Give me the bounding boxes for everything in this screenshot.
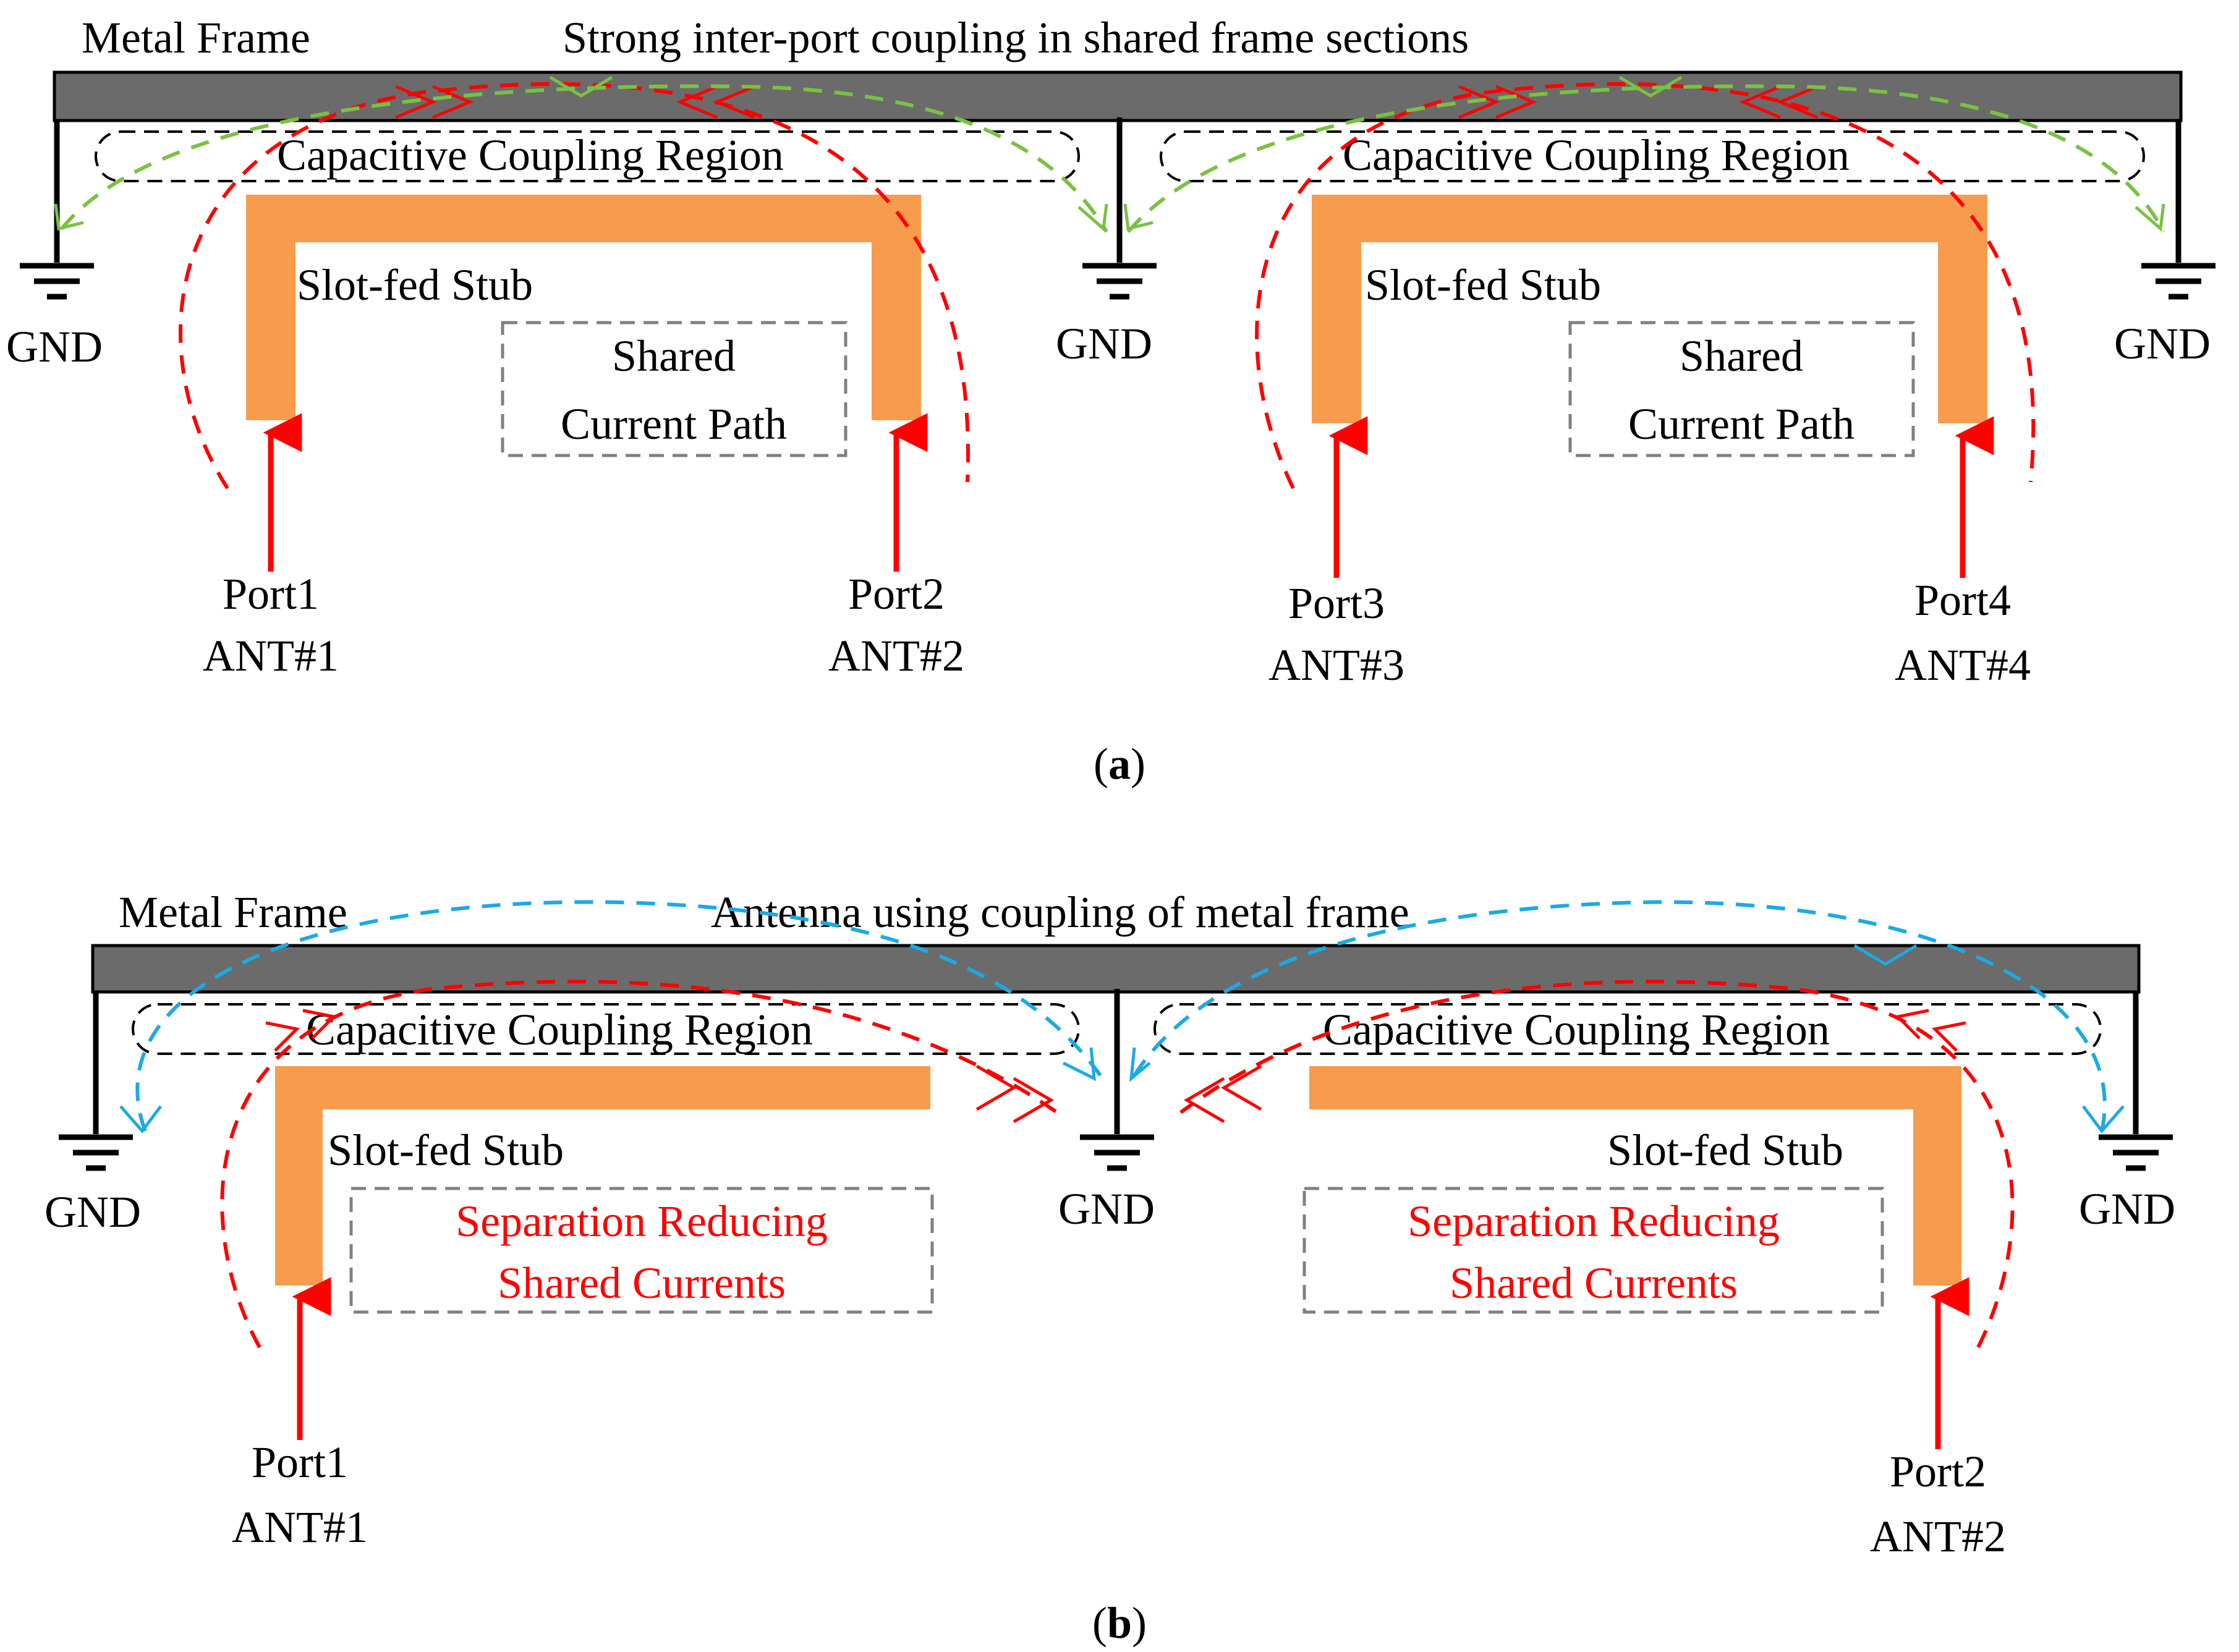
gnd-label: GND [1056,319,1152,368]
port-label: Port2 [848,569,945,619]
coupling-region-label: Capacitive Coupling Region [306,1005,813,1054]
inter-port-coupling-path [1126,84,2165,233]
shared-current-path-box [1568,321,1915,457]
ant-label: ANT#1 [232,1502,368,1552]
panel-b: Metal Frame Antenna using coupling of me… [45,887,2175,1648]
port-label: Port4 [1914,575,2011,625]
shared-label-line2: Current Path [1628,399,1855,449]
capacitive-coupling-region [1160,130,2145,182]
panel-a-ground-wires [54,117,2182,263]
port-label: Port2 [1890,1447,1986,1496]
inter-port-coupling-path [60,84,1108,233]
shared-label-line1: Shared [1680,331,1803,381]
ground-icon [1082,263,1157,300]
panel-b-ground-wires [93,989,2139,1134]
panel-a-title: Strong inter-port coupling in shared fra… [563,13,1469,62]
coupling-region-label: Capacitive Coupling Region [1343,130,1850,180]
current-loop [179,82,970,489]
capacitive-coupling-region [1153,1003,2102,1055]
gnd-label: GND [6,322,103,371]
ant-label: ANT#2 [828,631,964,680]
frame-coupling-path [1132,900,2107,1132]
slot-fed-stub [1312,195,1987,423]
separation-label-line1: Separation Reducing [1408,1197,1780,1246]
port-label: Port1 [252,1438,348,1487]
panel-a-frame-label: Metal Frame [82,13,310,62]
ground-icon [59,1134,133,1171]
coupling-region-label: Capacitive Coupling Region [1323,1005,1830,1054]
stub-label: Slot-fed Stub [1607,1125,1843,1175]
separation-label-line1: Separation Reducing [456,1197,828,1246]
port-label: Port1 [223,569,319,619]
port-label: Port3 [1288,578,1385,628]
separation-box [1302,1187,1884,1314]
current-direction-chevrons [395,85,1818,119]
ant-label: ANT#3 [1268,640,1404,690]
panel-a: Metal Frame Strong inter-port coupling i… [6,13,2216,789]
gnd-label: GND [1058,1184,1155,1234]
shared-current-path-box [501,321,848,457]
frame-coupling-path [135,900,1102,1132]
panel-a-metal-frame [53,70,2183,122]
ground-icon [2099,1134,2173,1171]
shared-label-line1: Shared [612,331,736,381]
panel-b-frame-label: Metal Frame [119,887,347,937]
separation-label-line2: Shared Currents [498,1258,786,1308]
stub-label: Slot-fed Stub [297,260,533,310]
gnd-label: GND [2114,319,2211,368]
slot-fed-stub [275,1066,930,1286]
panel-a-caption: (a) [1094,739,1145,789]
coupling-region-label: Capacitive Coupling Region [277,130,784,180]
gnd-label: GND [2079,1184,2175,1234]
panel-b-caption: (b) [1092,1598,1147,1648]
separation-label-line2: Shared Currents [1450,1258,1738,1308]
shared-label-line2: Current Path [561,399,787,449]
ground-icon [2141,263,2216,300]
coupling-direction-chevrons [119,944,2125,1133]
capacitive-coupling-region [95,130,1080,182]
gnd-label: GND [45,1187,141,1237]
ground-icon [1080,1134,1154,1171]
stub-label: Slot-fed Stub [328,1125,564,1175]
slot-fed-stub [246,195,921,420]
ant-label: ANT#1 [203,631,339,680]
coupling-direction-chevrons [54,75,2165,232]
current-direction-chevrons [265,1009,1966,1124]
ground-icon [20,263,94,300]
stub-label: Slot-fed Stub [1365,260,1601,310]
current-loop [1255,82,2036,489]
slot-fed-stub [1309,1066,1961,1286]
panel-b-metal-frame [91,944,2141,994]
capacitive-coupling-region [132,1003,1080,1055]
ant-label: ANT#4 [1895,640,2031,690]
ant-label: ANT#2 [1870,1512,2006,1561]
panel-b-title: Antenna using coupling of metal frame [711,887,1409,937]
separation-box [349,1187,934,1314]
